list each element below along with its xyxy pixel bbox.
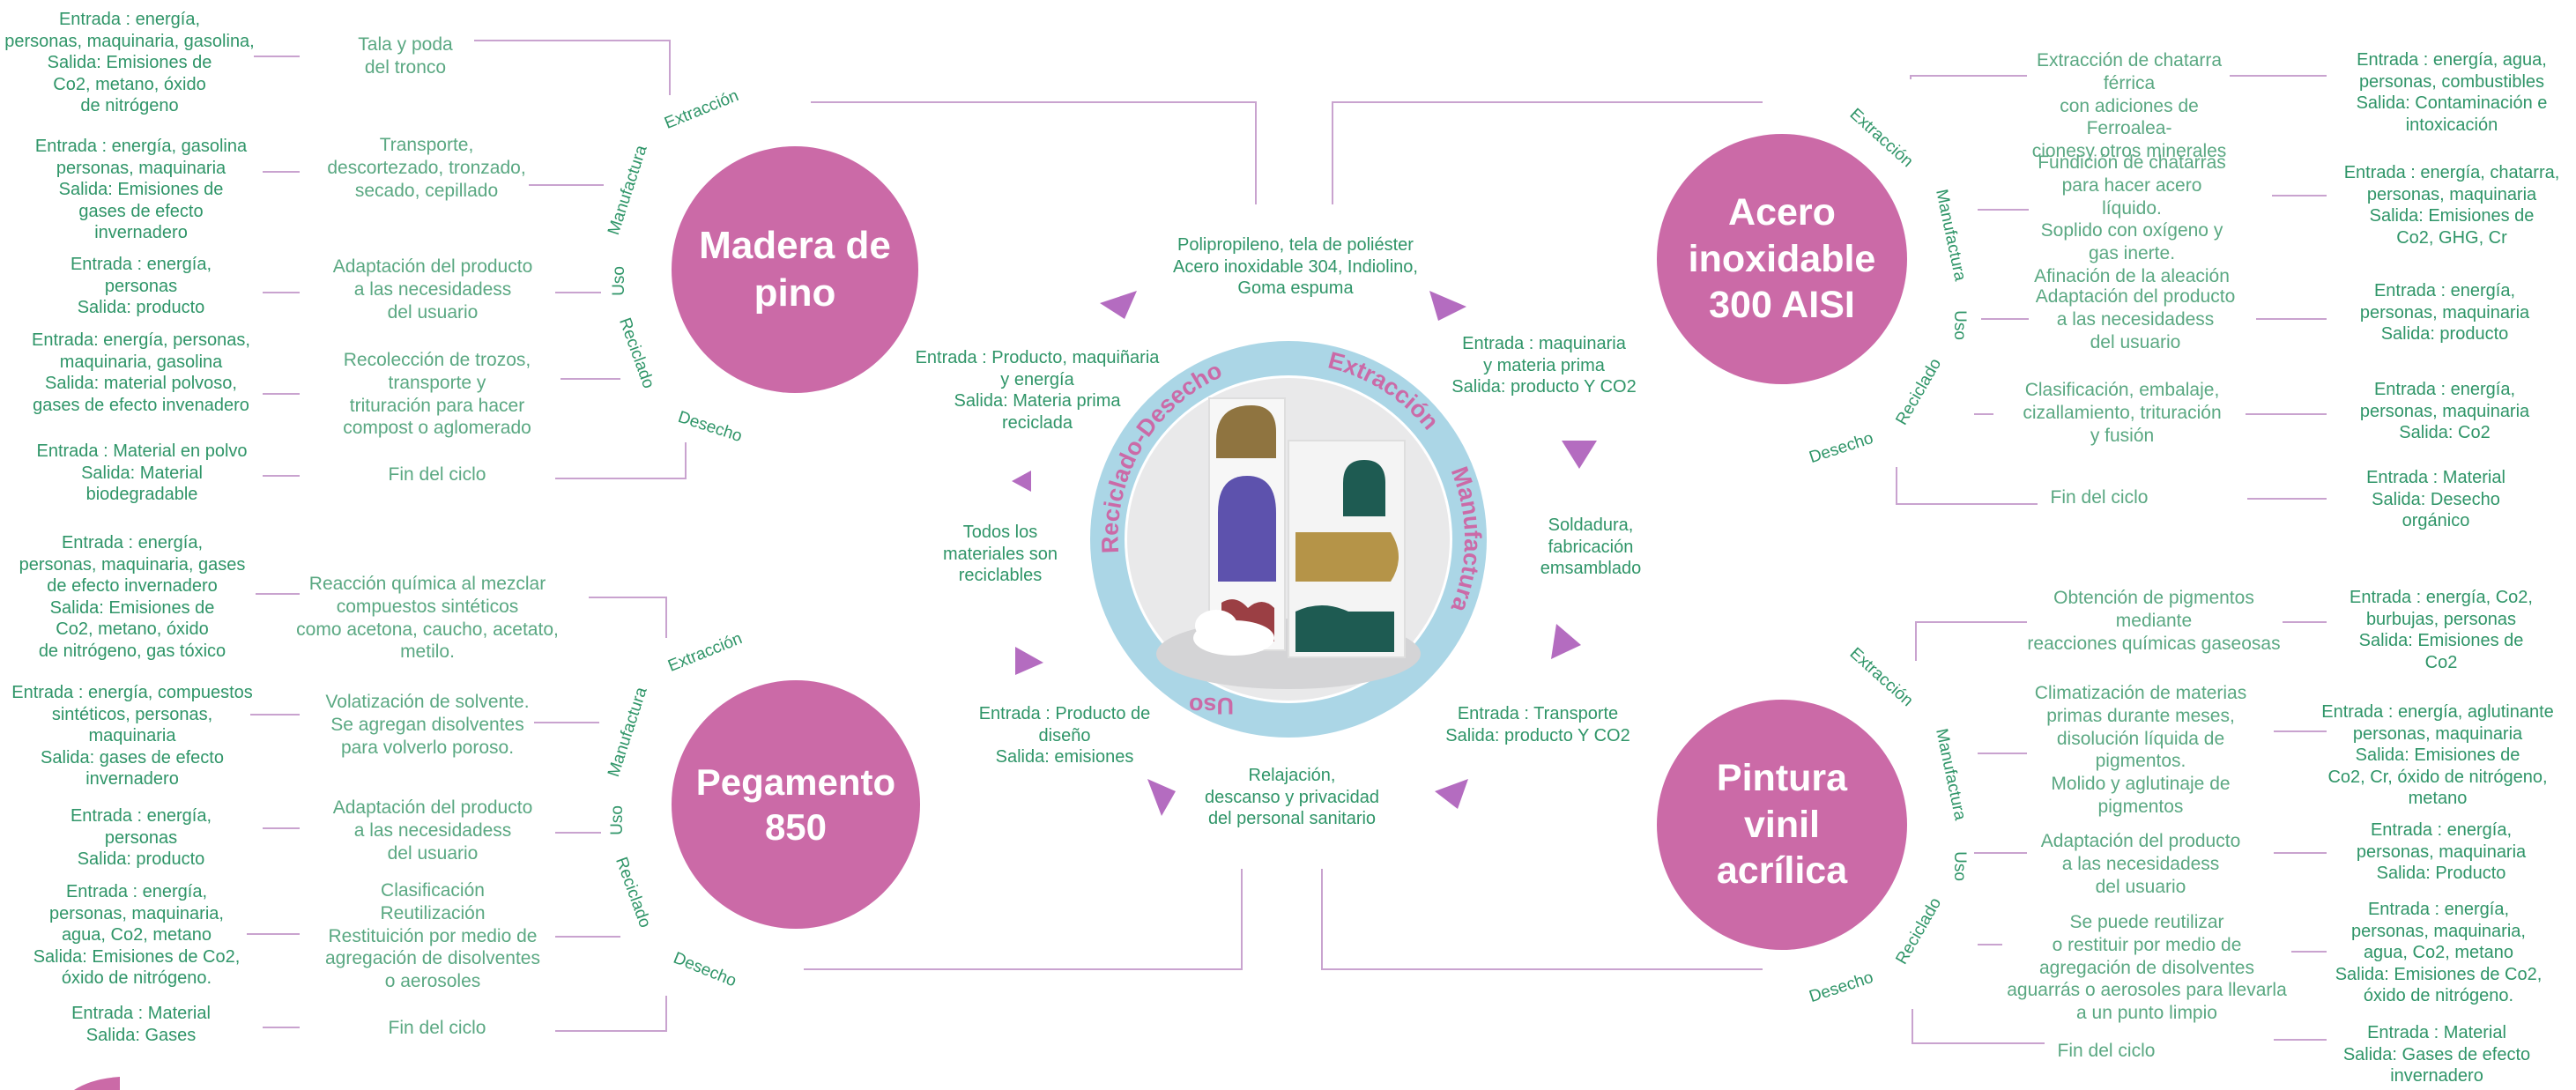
acero-process-5: Fin del ciclo — [2050, 487, 2149, 508]
madera-process-4: Recolección de trozos, transporte y trit… — [343, 350, 531, 439]
cycle-arrows — [1012, 291, 1597, 816]
pintura-process-4: Se puede reutilizar o restituir por medi… — [2007, 912, 2287, 1024]
pintura-input-5: Entrada : Material Salida: Gases de efec… — [2342, 1023, 2531, 1086]
madera-input-3: Entrada : energía, personas Salida: prod… — [70, 255, 212, 318]
pegamento-stage-uso: Uso — [607, 805, 627, 835]
product-circle-pintura: Pintura vinil acrílica — [1657, 700, 1907, 950]
ring-label-uso: Uso — [1189, 693, 1234, 719]
pegamento-input-5: Entrada : Material Salida: Gases — [71, 1004, 211, 1045]
pintura-process-2: Climatización de materias primas durante… — [2034, 683, 2247, 818]
pegamento-process-1: Reacción química al mezclar compuestos s… — [296, 574, 559, 663]
pegamento-process-4: Clasificación Reutilización Restituición… — [324, 880, 540, 992]
pegamento-input-4: Entrada : energía, personas, maquinaria,… — [33, 882, 241, 989]
pegamento-input-2: Entrada : energía, compuestos sintéticos… — [11, 683, 253, 790]
acero-input-3: Entrada : energía, personas, maquinaria … — [2359, 281, 2530, 345]
madera-input-4: Entrada: energía, personas, maquinaria, … — [32, 330, 250, 415]
pegamento-input-1: Entrada : energía, personas, maquinaria,… — [19, 533, 246, 661]
madera-input-1: Entrada : energía, personas, maquinaria,… — [4, 10, 255, 116]
center-manufacture-io: Entrada : Transporte Salida: producto Y … — [1445, 704, 1630, 745]
pegamento-process-5: Fin del ciclo — [388, 1018, 486, 1038]
center-manufacture-process: Soldadura, fabricación emsamblado — [1540, 515, 1642, 579]
madera-process-2: Transporte, descortezado, tronzado, seca… — [327, 135, 526, 201]
pegamento-process-3: Adaptación del producto a las necesidade… — [332, 797, 533, 864]
acero-process-4: Clasificación, embalaje, cizallamiento, … — [2023, 380, 2222, 446]
center-materials: Polipropileno, tela de poliéster Acero i… — [1173, 235, 1418, 299]
center-recycle-process: Todos los materiales son reciclables — [942, 523, 1058, 586]
pintura-input-2: Entrada : energía, aglutinante personas,… — [2321, 702, 2554, 809]
madera-process-3: Adaptación del producto a las necesidade… — [332, 256, 533, 323]
acero-process-2: Fundición de chatarras para hacer acero … — [2034, 152, 2230, 287]
product-circle-pegamento: Pegamento 850 — [672, 680, 920, 929]
pintura-process-1: Obtención de pigmentos mediante reaccion… — [2027, 588, 2281, 654]
center-extraction-io: Entrada : maquinaria y materia prima Sal… — [1451, 334, 1637, 397]
pintura-input-3: Entrada : energía, personas, maquinaria … — [2356, 820, 2527, 884]
acero-input-4: Entrada : energía, personas, maquinaria … — [2359, 380, 2530, 443]
pintura-input-1: Entrada : energía, Co2, burbujas, person… — [2350, 588, 2533, 672]
pegamento-input-3: Entrada : energía, personas Salida: prod… — [70, 806, 212, 870]
ring-label-extraccion: Extracción — [1325, 347, 1444, 435]
center-use-process: Relajación, descanso y privacidad del pe… — [1205, 766, 1379, 829]
product-circle-madera: Madera de pino — [672, 146, 918, 393]
center-use-io: Entrada : Producto de diseño Salida: emi… — [978, 704, 1151, 767]
madera-input-2: Entrada : energía, gasolina personas, ma… — [34, 137, 248, 243]
acero-process-1: Extracción de chatarra férrica con adici… — [2031, 50, 2227, 162]
product-circle-acero: Acero inoxidable 300 AISI — [1657, 134, 1907, 384]
pintura-process-3: Adaptación del producto a las necesidade… — [2040, 831, 2241, 897]
ring-label-manufactura: Manufactura — [1445, 463, 1486, 617]
pintura-stage-uso: Uso — [1949, 851, 1969, 881]
madera-process-1: Tala y poda del tronco — [358, 34, 453, 78]
acero-input-2: Entrada : energía, chatarra, personas, m… — [2343, 163, 2560, 248]
acero-stage-uso: Uso — [1949, 310, 1969, 340]
acero-input-5: Entrada : Material Salida: Desecho orgán… — [2366, 468, 2505, 531]
acero-input-1: Entrada : energía, agua, personas, combu… — [2356, 50, 2548, 135]
madera-stage-uso: Uso — [609, 266, 628, 296]
madera-input-5: Entrada : Material en polvo Salida: Mate… — [36, 441, 248, 505]
pegamento-process-2: Volatización de solvente. Se agregan dis… — [325, 692, 530, 758]
center-recycle-io: Entrada : Producto, maquiñaria y energía… — [915, 348, 1160, 433]
madera-process-5: Fin del ciclo — [388, 464, 486, 485]
acero-process-3: Adaptación del producto a las necesidade… — [2035, 286, 2236, 352]
pintura-input-4: Entrada : energía, personas, maquinaria,… — [2335, 900, 2543, 1006]
pintura-process-5: Fin del ciclo — [2057, 1041, 2156, 1061]
product-illustration — [1193, 397, 1406, 658]
